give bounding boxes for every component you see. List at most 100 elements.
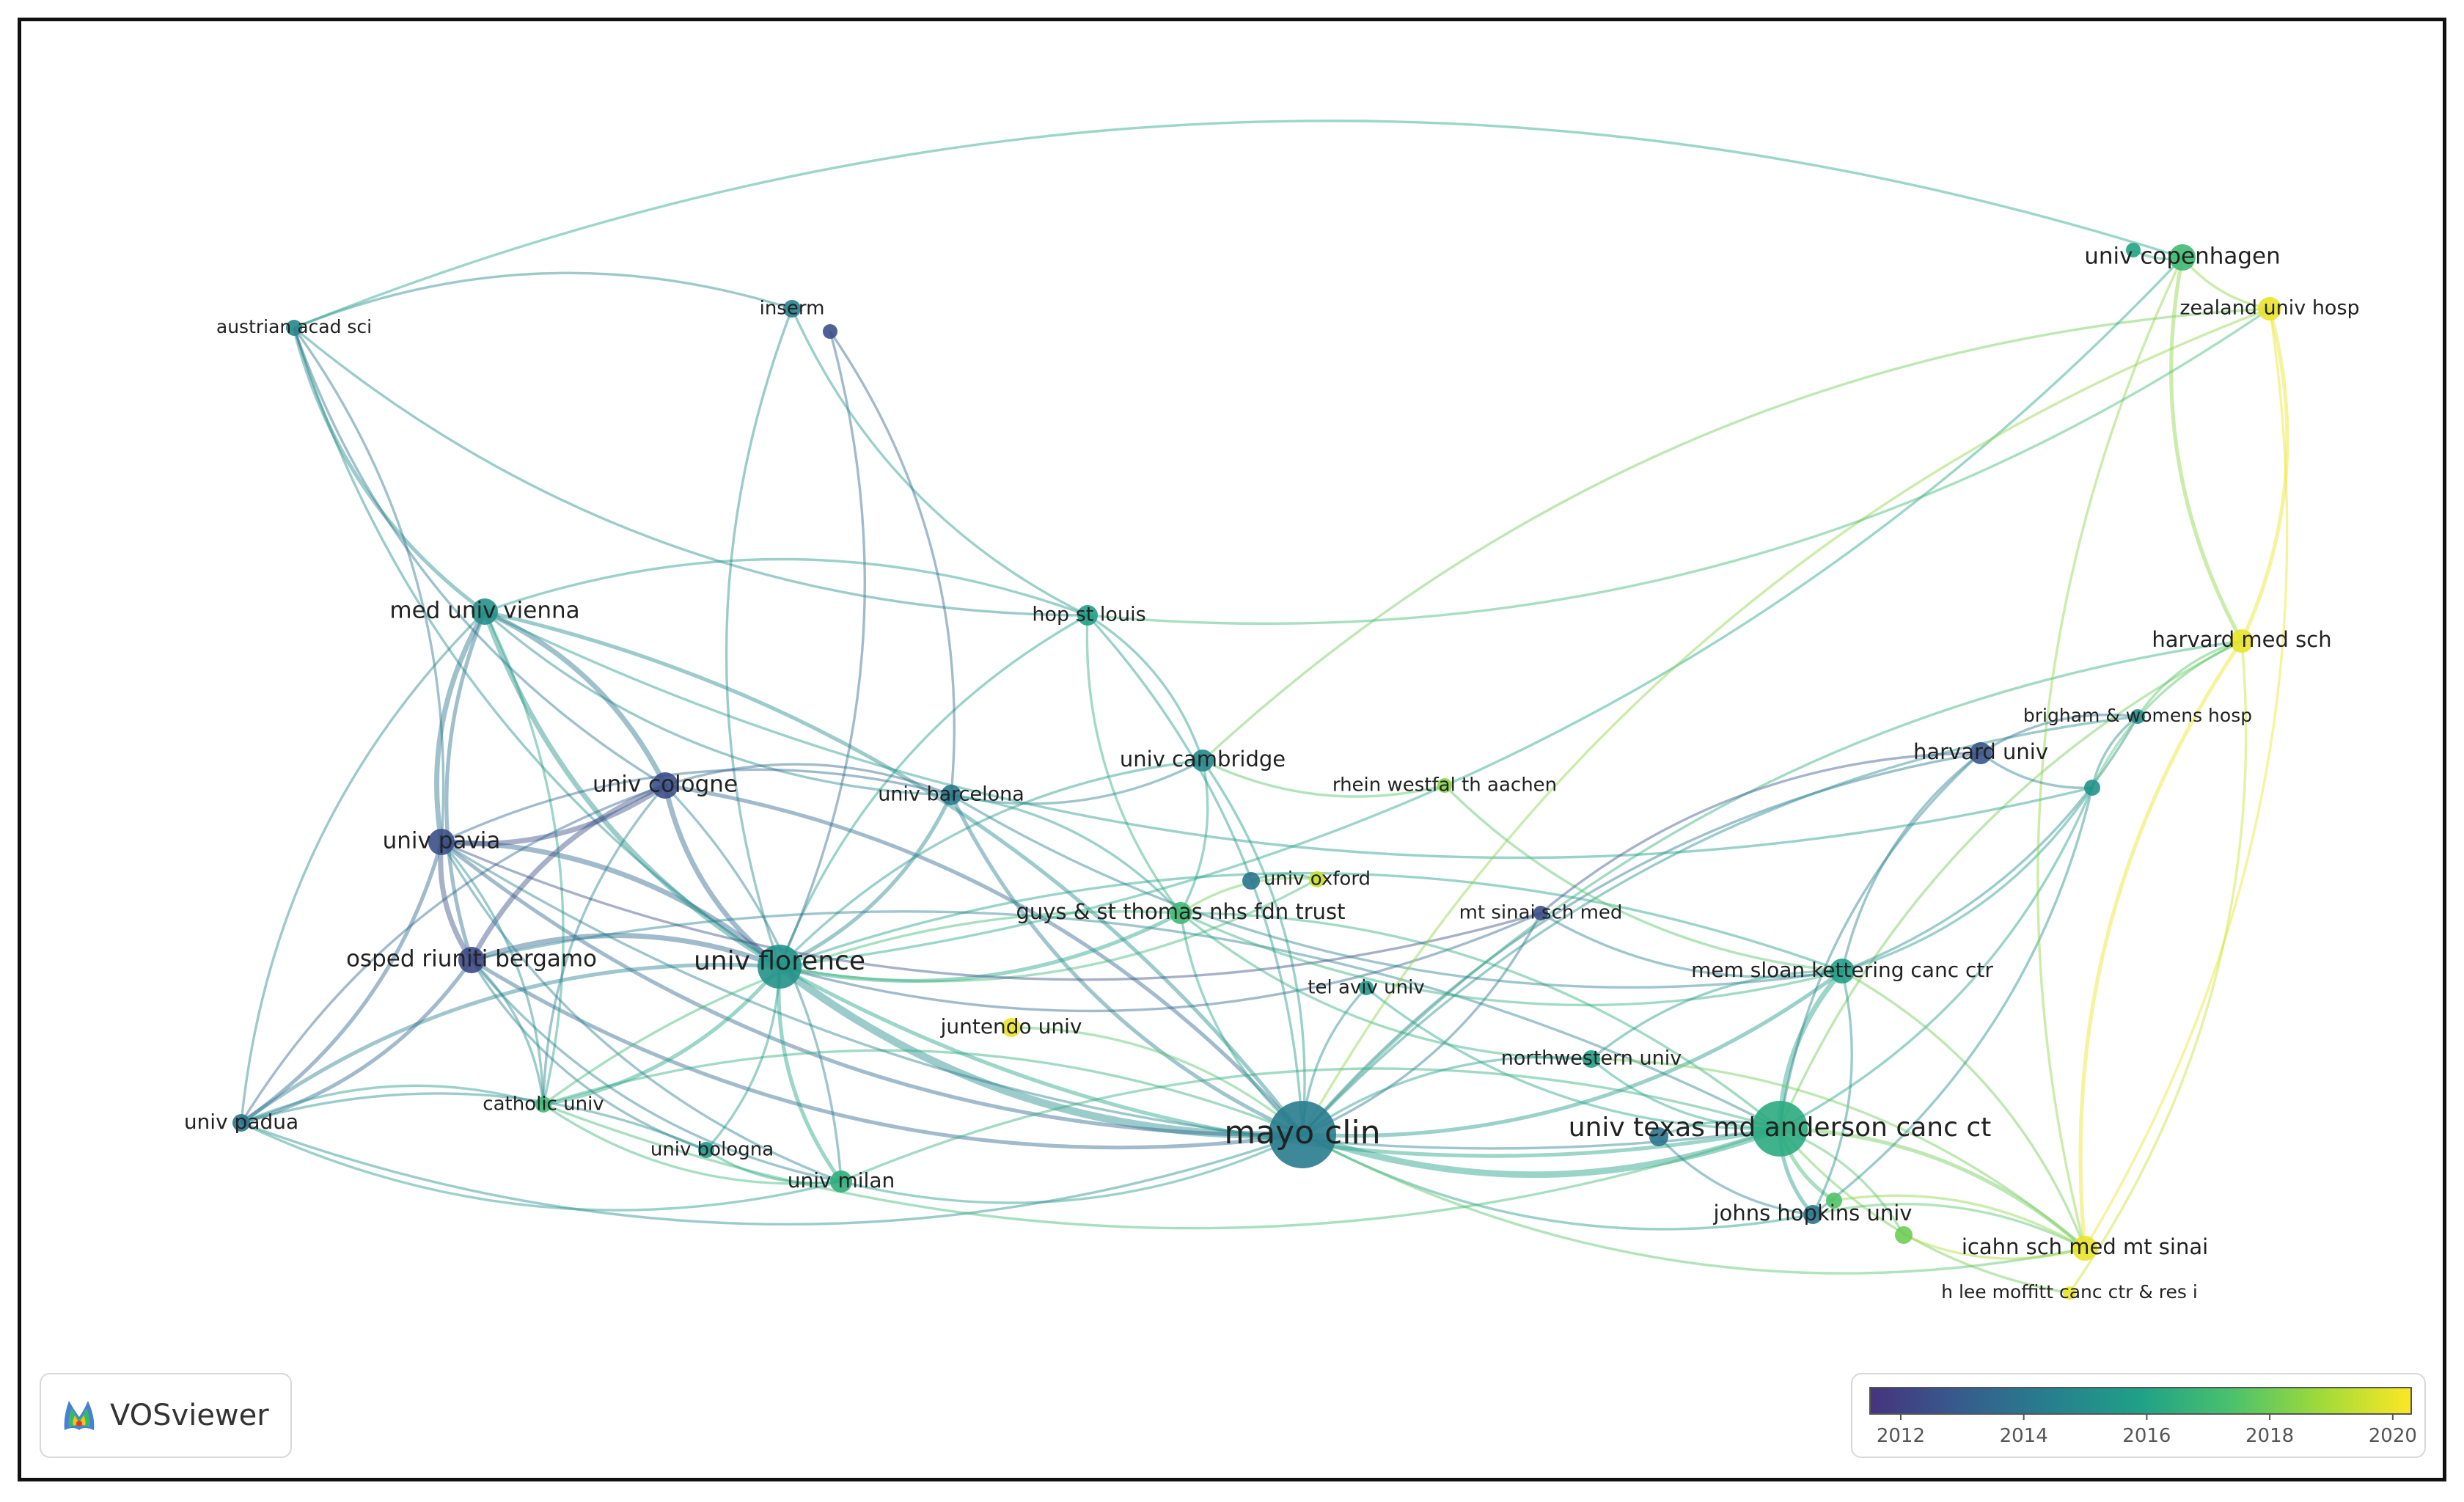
network-link	[293, 327, 780, 968]
network-node[interactable]	[2258, 297, 2281, 320]
node-label[interactable]: zealand univ hosp	[2179, 297, 2359, 320]
network-node[interactable]	[1830, 959, 1855, 983]
network-node[interactable]	[2126, 243, 2141, 257]
network-node[interactable]	[830, 1171, 852, 1193]
node-label[interactable]: univ pavia	[383, 828, 501, 854]
network-link	[1301, 307, 2270, 1135]
network-node[interactable]	[2130, 709, 2145, 724]
node-label[interactable]: johns hopkins univ	[1713, 1201, 1913, 1226]
network-link	[441, 768, 952, 843]
network-link	[1812, 1203, 2086, 1250]
network-node[interactable]	[1583, 1050, 1600, 1068]
network-node[interactable]	[1437, 778, 1452, 793]
network-link	[1841, 752, 1982, 972]
network-link	[1202, 759, 1445, 798]
network-node[interactable]	[1269, 1101, 1336, 1168]
network-node[interactable]	[1970, 742, 1992, 764]
node-label[interactable]: mem sloan kettering canc ctr	[1691, 958, 1993, 982]
network-link	[1302, 912, 1542, 1136]
network-node[interactable]	[2063, 1286, 2076, 1300]
network-node[interactable]	[1077, 605, 1098, 626]
network-link	[1180, 912, 1781, 1130]
network-node[interactable]	[1649, 1127, 1668, 1146]
network-graph[interactable]: mayo clin univ florence univ texas md ande…	[21, 21, 2443, 1478]
node-label[interactable]: harvard univ	[1913, 739, 2048, 764]
network-node[interactable]	[1803, 1205, 1822, 1224]
network-node[interactable]	[1826, 1193, 1842, 1209]
node-label[interactable]: univ texas md anderson canc ct	[1569, 1113, 1991, 1143]
network-node[interactable]	[1752, 1101, 1808, 1157]
network-node[interactable]	[2084, 780, 2100, 796]
node-label[interactable]: univ copenhagen	[2084, 243, 2281, 270]
node-label[interactable]: brigham & womens hosp	[2023, 705, 2252, 726]
network-node[interactable]	[823, 324, 837, 339]
node-label[interactable]: tel aviv univ	[1308, 977, 1424, 999]
network-link	[791, 308, 1088, 617]
node-label[interactable]: univ milan	[788, 1168, 895, 1193]
network-link	[542, 784, 667, 1105]
network-node[interactable]	[1359, 981, 1374, 995]
node-label[interactable]: mayo clin	[1224, 1114, 1380, 1151]
node-label[interactable]: univ cambridge	[1120, 747, 1286, 772]
network-node[interactable]	[232, 1114, 250, 1132]
node-label[interactable]: univ cologne	[593, 772, 738, 798]
node-label[interactable]: osped riuniti bergamo	[346, 946, 597, 972]
node-label[interactable]: northwestern univ	[1501, 1047, 1682, 1070]
network-node[interactable]	[1002, 1018, 1021, 1037]
network-node[interactable]	[758, 945, 802, 989]
network-link	[471, 910, 1781, 1130]
network-link	[440, 840, 545, 1105]
node-label[interactable]: inserm	[760, 298, 825, 320]
network-link	[470, 933, 781, 970]
network-link	[2091, 715, 2139, 788]
network-node[interactable]	[941, 785, 961, 805]
network-canvas[interactable]: mayo clin univ florence univ texas md ande…	[18, 18, 2446, 1481]
network-node[interactable]	[472, 598, 498, 625]
network-link	[484, 557, 1088, 617]
network-node[interactable]	[783, 300, 801, 318]
network-node[interactable]	[1309, 871, 1325, 887]
network-link	[705, 1149, 842, 1184]
node-label[interactable]: univ oxford	[1264, 868, 1371, 890]
network-node[interactable]	[458, 947, 485, 973]
node-label[interactable]: guys & st thomas nhs fdn trust	[1016, 899, 1345, 924]
network-link	[543, 1049, 1303, 1136]
node-label[interactable]: juntendo univ	[940, 1014, 1082, 1038]
network-node[interactable]	[2169, 244, 2196, 271]
network-node[interactable]	[1895, 1226, 1913, 1244]
network-link	[1087, 614, 1204, 761]
node-label[interactable]: med univ vienna	[389, 598, 579, 624]
node-label[interactable]: rhein westfal th aachen	[1332, 774, 1557, 796]
node-label[interactable]: mt sinai sch med	[1459, 902, 1623, 924]
node-label[interactable]: univ padua	[184, 1110, 298, 1134]
network-node[interactable]	[535, 1096, 551, 1113]
network-link	[293, 326, 1088, 617]
node-label[interactable]: hop st louis	[1032, 604, 1145, 626]
network-link	[2078, 640, 2244, 1249]
node-label[interactable]: univ florence	[694, 946, 865, 976]
network-node[interactable]	[428, 829, 455, 855]
node-label[interactable]: harvard med sch	[2152, 627, 2331, 652]
network-node[interactable]	[2072, 1236, 2097, 1261]
network-node[interactable]	[286, 320, 302, 336]
network-link	[950, 794, 1182, 915]
network-link	[293, 327, 445, 843]
network-node[interactable]	[1170, 902, 1192, 924]
network-link	[1779, 787, 2094, 1130]
node-label[interactable]: icahn sch med mt sinai	[1962, 1234, 2208, 1259]
network-node[interactable]	[2230, 629, 2254, 653]
network-node[interactable]	[698, 1142, 714, 1158]
network-node[interactable]	[1192, 750, 1214, 772]
network-node[interactable]	[1242, 872, 1260, 890]
network-node[interactable]	[652, 772, 678, 799]
node-label[interactable]: h lee moffitt canc ctr & res i	[1941, 1281, 2198, 1303]
network-link	[470, 959, 545, 1105]
node-label[interactable]: catholic univ	[483, 1093, 604, 1115]
network-link	[1778, 640, 2243, 1129]
network-node[interactable]	[1533, 906, 1548, 920]
node-label[interactable]: univ bologna	[650, 1139, 774, 1161]
network-link	[1302, 1133, 2086, 1275]
node-label[interactable]: austrian acad sci	[216, 316, 372, 337]
network-link	[950, 794, 1843, 989]
node-label[interactable]: univ barcelona	[878, 783, 1024, 806]
